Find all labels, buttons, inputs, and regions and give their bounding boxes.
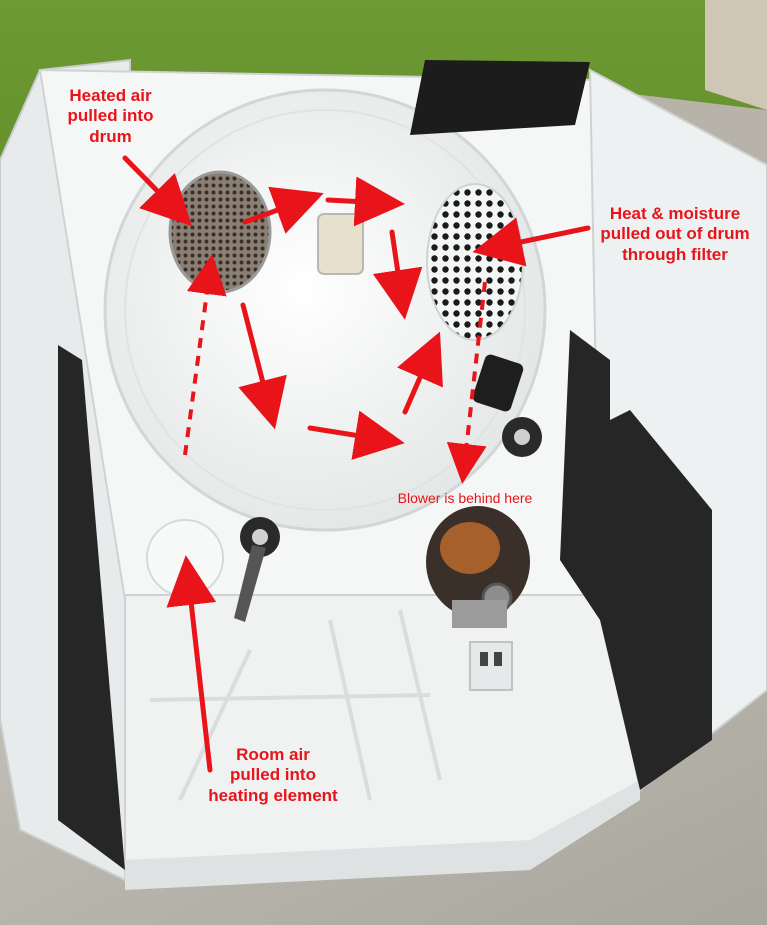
label-heated-air: Heated air pulled into drum [67,86,154,146]
floor-rib [178,649,252,801]
exhaust-chute [410,60,590,135]
drum-light [317,213,364,275]
floor-bracket-slot [480,652,488,666]
heater-inlet-grille [168,170,272,294]
arrow-down-right [372,229,423,320]
label-blower: Blower is behind here [397,490,533,506]
drum-roller-right-hub [514,429,530,445]
floor-bracket-slot-2 [494,652,502,666]
room-air-cutout [146,519,224,597]
motor-windings [440,522,500,574]
idler-arm [234,545,266,622]
cabinet-front-lip [125,780,640,890]
arrow-grille-out [242,186,324,234]
label-room-air: Room air pulled into heating element [208,745,338,805]
arrow-up-right [397,331,443,415]
motor-mount [452,600,507,628]
arrow-grille-down [238,302,287,430]
drum-inner-ring [124,109,526,511]
dashed-arrow-heater [183,254,227,456]
right-insulation [560,330,712,790]
arrow-room-air [166,555,217,773]
left-insulation [58,345,125,870]
lint-filter-grille [426,183,524,341]
floor-rib [328,619,372,801]
dashed-arrow-blower [446,281,487,484]
arrow-heat-label [472,217,591,267]
floor-rib [398,609,442,781]
airflow-arrows [122,155,591,773]
dashed-arrows [183,254,487,484]
label-heat-moisture: Heat & moisture pulled out of drum throu… [600,204,750,264]
arrow-heated-label [122,155,193,227]
arrow-top-right [325,176,405,227]
floor-rib [149,693,431,702]
arrow-bottom [307,410,405,460]
drum-roller-left-hub [252,529,268,545]
filter-slot [472,354,524,412]
brick-wall [705,0,767,110]
floor-bracket [469,641,513,691]
